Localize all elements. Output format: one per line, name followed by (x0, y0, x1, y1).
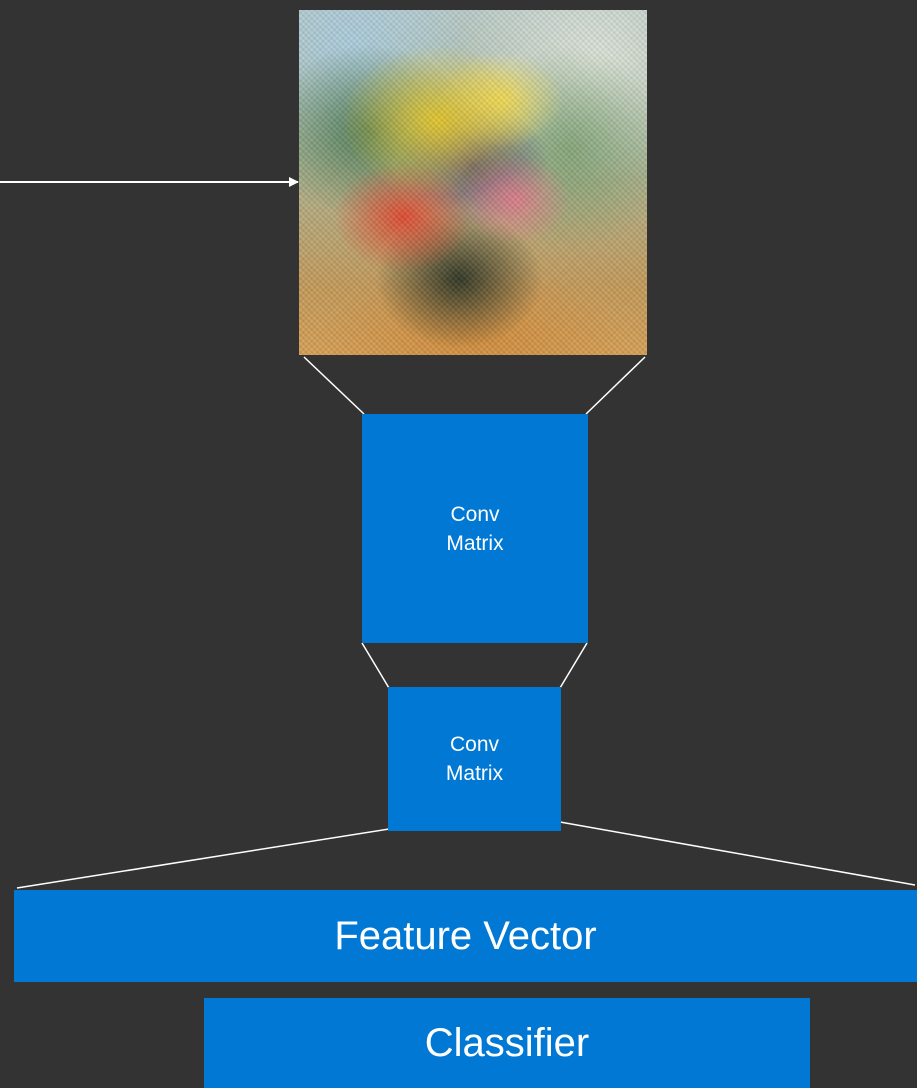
conv-to-feature-left-line (16, 828, 390, 889)
conv-to-feature-right-line (559, 821, 916, 886)
painting-image (299, 10, 647, 355)
classifier-label: Classifier (424, 1020, 590, 1065)
conv-matrix-large-line1: Conv (450, 502, 500, 526)
conv-to-conv-right-line (559, 642, 588, 689)
conv-matrix-label-small: Conv Matrix (446, 730, 503, 788)
feature-vector-label: Feature Vector (334, 913, 597, 958)
conv-matrix-box-small: Conv Matrix (388, 687, 561, 831)
feature-vector-box: Feature Vector (14, 890, 917, 982)
conv-to-conv-left-line (361, 642, 390, 689)
image-to-conv-right-line (585, 356, 646, 415)
conv-matrix-large-line2: Matrix (446, 531, 504, 555)
classifier-box: Classifier (204, 998, 810, 1088)
painting-texture (299, 10, 647, 355)
conv-matrix-small-line2: Matrix (445, 762, 504, 785)
conv-matrix-small-line1: Conv (449, 733, 499, 756)
conv-matrix-label-large: Conv Matrix (446, 500, 503, 558)
image-to-conv-left-line (303, 356, 365, 415)
conv-matrix-box-large: Conv Matrix (362, 414, 588, 643)
